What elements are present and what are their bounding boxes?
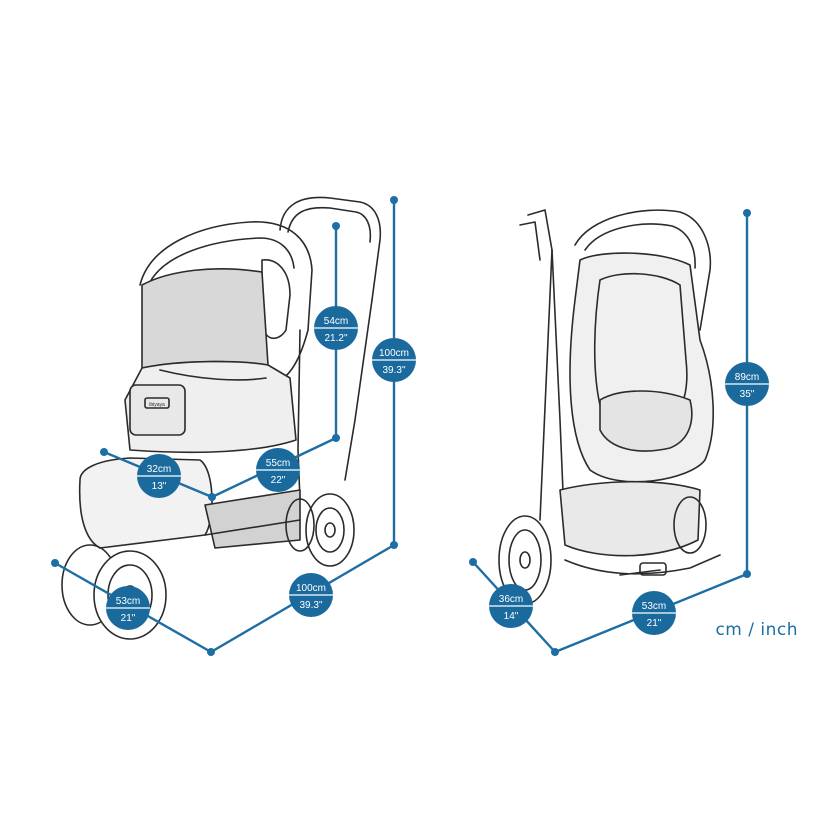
endpoint-dot: [332, 434, 340, 442]
badge-metric: 54cm: [324, 316, 348, 327]
brand-tag: ibiyaya: [149, 402, 165, 408]
endpoint-dot: [469, 558, 477, 566]
open-stroller-drawing: [61, 196, 382, 640]
dimension-badge-seat-width: 32cm 13": [137, 454, 181, 498]
dimension-badge-length: 100cm 39.3": [289, 573, 333, 617]
dimension-badge-height-54: 54cm 21.2": [314, 306, 358, 350]
endpoint-dot: [551, 648, 559, 656]
badge-imperial: 21.2": [324, 333, 347, 344]
badge-metric: 53cm: [642, 601, 666, 612]
badge-metric: 100cm: [379, 348, 409, 359]
dimension-badge-seat-depth: 55cm 22": [256, 448, 300, 492]
badge-metric: 36cm: [499, 594, 523, 605]
badge-imperial: 14": [504, 611, 519, 622]
endpoint-dot: [390, 196, 398, 204]
unit-legend: cm / inch: [715, 620, 798, 640]
dimension-badge-folded-depth: 36cm 14": [489, 584, 533, 628]
badge-imperial: 13": [152, 481, 167, 492]
badge-metric: 32cm: [147, 464, 171, 475]
dimension-badge-folded-width: 53cm 21": [632, 591, 676, 635]
badge-imperial: 21": [121, 613, 136, 624]
badge-metric: 100cm: [296, 583, 326, 594]
badge-metric: 89cm: [735, 372, 759, 383]
badge-imperial: 22": [271, 475, 286, 486]
badge-metric: 55cm: [266, 458, 290, 469]
endpoint-dot: [100, 448, 108, 456]
dimension-badge-height-100: 100cm 39.3": [372, 338, 416, 382]
badge-imperial: 39.3": [382, 365, 405, 376]
dimension-badge-width: 53cm 21": [106, 586, 150, 630]
endpoint-dot: [51, 559, 59, 567]
endpoint-dot: [743, 570, 751, 578]
badge-imperial: 35": [740, 389, 755, 400]
folded-stroller-drawing: [498, 209, 721, 605]
badge-imperial: 21": [647, 618, 662, 629]
endpoint-dot: [390, 541, 398, 549]
badge-metric: 53cm: [116, 596, 140, 607]
badge-imperial: 39.3": [299, 600, 322, 611]
dimension-endpoints: [51, 196, 751, 656]
endpoint-dot: [332, 222, 340, 230]
endpoint-dot: [207, 648, 215, 656]
dimension-badge-folded-height: 89cm 35": [725, 362, 769, 406]
endpoint-dot: [743, 209, 751, 217]
endpoint-dot: [208, 493, 216, 501]
